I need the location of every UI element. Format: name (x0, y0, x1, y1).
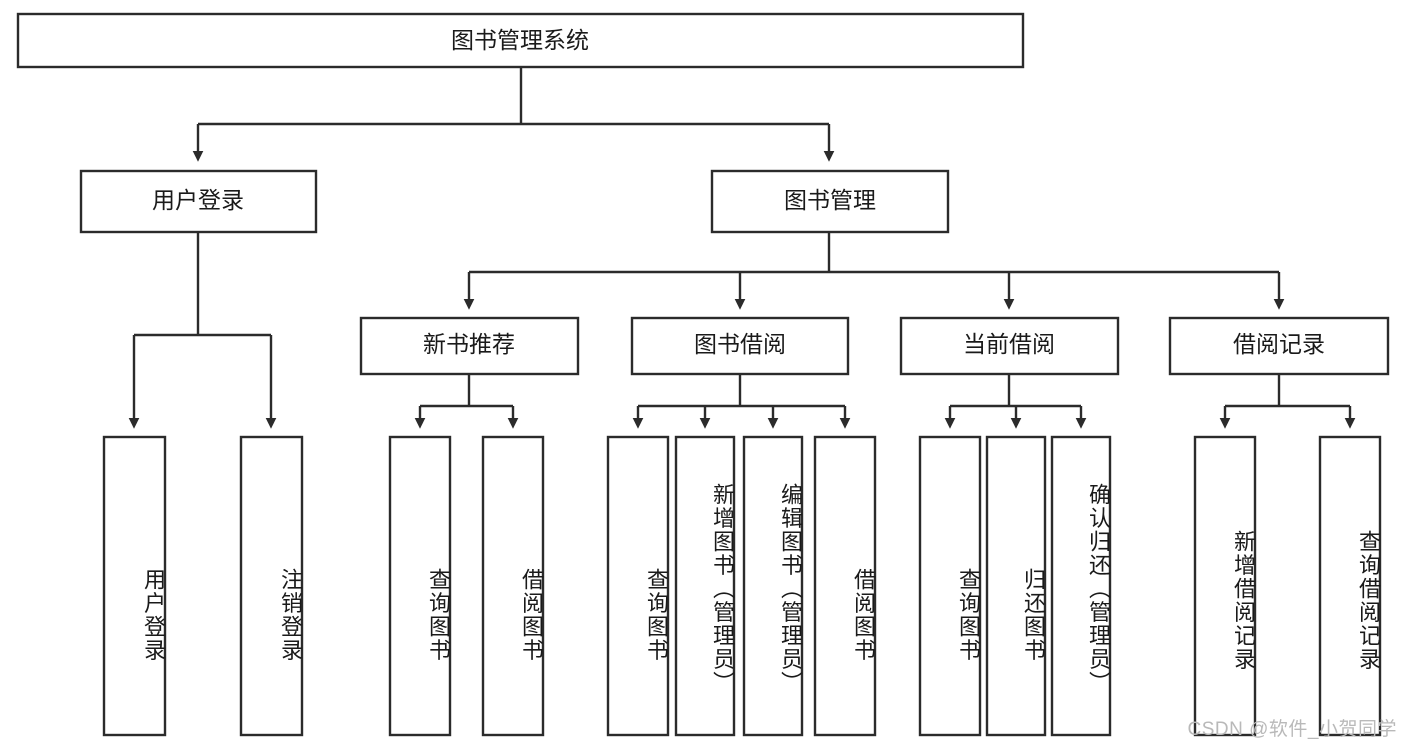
leaf-box-user-login[interactable] (102, 435, 167, 737)
node-root-label: 图书管理系统 (451, 27, 589, 53)
watermark-text: CSDN @软件_小贺同学 (1187, 719, 1397, 740)
leaf-box-logout[interactable] (239, 435, 304, 737)
node-user-login[interactable]: 用户登录 (79, 169, 318, 234)
node-new-book-recommend[interactable]: 新书推荐 (359, 316, 580, 376)
connector-userlogin-to-leaves (128, 233, 277, 429)
leaf-box-query-book-1[interactable] (388, 435, 452, 737)
node-user-login-label: 用户登录 (152, 187, 244, 213)
connector-currentborrow-to-leaves (944, 374, 1087, 429)
leaf-box-return-book[interactable] (985, 435, 1047, 737)
connector-borrowrecord-to-leaves (1219, 374, 1356, 429)
node-current-borrow-label: 当前借阅 (963, 331, 1055, 357)
node-book-borrow-label: 图书借阅 (694, 331, 786, 357)
connector-root-to-level2 (192, 68, 835, 162)
node-root[interactable]: 图书管理系统 (16, 12, 1025, 69)
leaf-box-borrow-book-2[interactable] (813, 435, 877, 737)
node-new-book-recommend-label: 新书推荐 (423, 331, 515, 357)
leaf-box-query-book-2[interactable] (606, 435, 670, 737)
leaf-box-query-record[interactable] (1318, 435, 1382, 737)
node-book-manage[interactable]: 图书管理 (710, 169, 950, 234)
leaf-box-add-record[interactable] (1193, 435, 1257, 737)
connector-bookmanage-to-level3 (463, 233, 1285, 310)
node-borrow-record-label: 借阅记录 (1233, 331, 1325, 357)
leaf-box-confirm-return[interactable] (1050, 435, 1112, 737)
leaf-box-borrow-book-1[interactable] (481, 435, 545, 737)
node-borrow-record[interactable]: 借阅记录 (1168, 316, 1390, 376)
node-book-manage-label: 图书管理 (784, 187, 876, 213)
leaf-box-edit-book[interactable] (742, 435, 804, 737)
leaf-box-add-book[interactable] (674, 435, 736, 737)
connector-newbook-to-leaves (414, 374, 519, 429)
node-book-borrow[interactable]: 图书借阅 (630, 316, 850, 376)
leaf-box-query-book-3[interactable] (918, 435, 982, 737)
connector-bookborrow-to-leaves (632, 374, 851, 429)
node-current-borrow[interactable]: 当前借阅 (899, 316, 1120, 376)
